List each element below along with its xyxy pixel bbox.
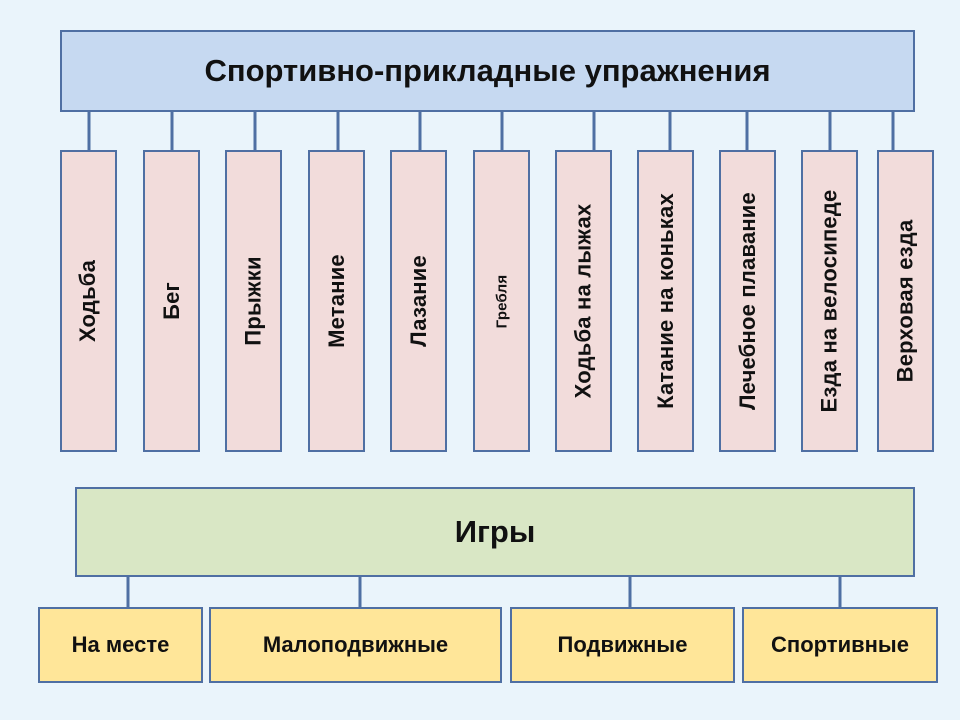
exercise-cycling: Езда на велосипеде bbox=[801, 150, 858, 452]
game-label: Подвижные bbox=[557, 632, 688, 657]
exercise-label: Метание bbox=[323, 254, 349, 348]
applied-exercises-header: Спортивно-прикладные упражнения bbox=[60, 30, 915, 112]
game-label: Спортивные bbox=[771, 632, 909, 657]
games-header: Игры bbox=[75, 487, 915, 577]
exercise-label: Лечебное плавание bbox=[734, 192, 760, 410]
game-label: Малоподвижные bbox=[262, 632, 449, 657]
exercise-skiing: Ходьба на лыжах bbox=[555, 150, 612, 452]
games-title: Игры bbox=[454, 514, 536, 549]
exercise-label: Ходьба bbox=[75, 259, 101, 343]
exercise-walking: Ходьба bbox=[60, 150, 117, 452]
exercise-label: Езда на велосипеде bbox=[816, 189, 842, 413]
exercise-skating: Катание на коньках bbox=[637, 150, 694, 452]
exercise-therapeutic-swimming: Лечебное плавание bbox=[719, 150, 776, 452]
exercise-label: Верховая езда bbox=[892, 219, 918, 383]
exercise-rowing: Гребля bbox=[473, 150, 530, 452]
exercise-label: Гребля bbox=[493, 274, 510, 328]
exercise-climbing: Лазание bbox=[390, 150, 447, 452]
exercise-label: Катание на коньках bbox=[652, 193, 678, 409]
exercise-label: Прыжки bbox=[240, 256, 266, 346]
game-sports: Спортивные bbox=[742, 607, 938, 683]
applied-exercises-title: Спортивно-прикладные упражнения bbox=[204, 53, 771, 88]
exercise-jumping: Прыжки bbox=[225, 150, 282, 452]
exercise-horse-riding: Верховая езда bbox=[877, 150, 934, 452]
game-active: Подвижные bbox=[510, 607, 735, 683]
exercise-label: Лазание bbox=[405, 255, 431, 347]
game-label: На месте bbox=[71, 632, 170, 657]
exercise-label: Бег bbox=[158, 282, 184, 320]
exercise-running: Бег bbox=[143, 150, 200, 452]
exercise-label: Ходьба на лыжах bbox=[570, 203, 596, 399]
game-low-mobility: Малоподвижные bbox=[209, 607, 502, 683]
exercise-throwing: Метание bbox=[308, 150, 365, 452]
game-stationary: На месте bbox=[38, 607, 203, 683]
